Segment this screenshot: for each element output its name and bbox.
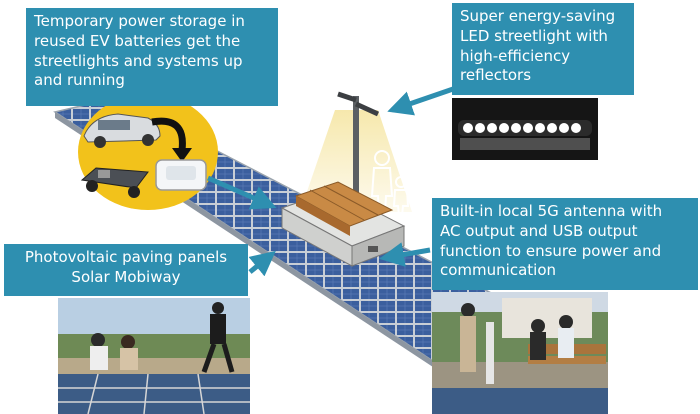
person-icon xyxy=(370,150,410,217)
power-unit-icon xyxy=(155,159,207,191)
callout-line: reused EV batteries get the xyxy=(34,31,241,50)
led-streetlight-photo xyxy=(452,98,598,160)
callout-line: function to ensure power and xyxy=(440,241,662,260)
callout-arrows xyxy=(206,85,457,277)
callout-line: Super energy-saving xyxy=(460,7,616,25)
battery-group xyxy=(78,94,218,210)
park-photo xyxy=(58,298,250,414)
callout-line: AC output and USB output xyxy=(440,221,638,240)
callout-photovoltaic-paving: Photovoltaic paving panels Solar Mobiway xyxy=(4,244,248,296)
callout-line: streetlights and systems up xyxy=(34,51,243,70)
callout-line: reflectors xyxy=(460,66,532,85)
battery-pack-icon xyxy=(80,167,149,198)
callout-line: Built-in local 5G antenna with xyxy=(440,202,663,220)
callout-line: and running xyxy=(34,71,125,90)
led-strip-icon xyxy=(458,120,592,150)
callout-line: communication xyxy=(440,261,557,280)
callout-line: LED streetlight with xyxy=(460,26,608,45)
callout-line: Temporary power storage in xyxy=(34,12,245,30)
ev-car-icon xyxy=(83,113,161,148)
callout-led-streetlight: Super energy-saving LED streetlight with… xyxy=(452,3,634,95)
callout-battery-storage: Temporary power storage in reused EV bat… xyxy=(26,8,278,106)
bench-photo xyxy=(432,292,608,414)
curved-arrow-icon xyxy=(151,117,186,151)
callout-5g-antenna: Built-in local 5G antenna with AC output… xyxy=(432,198,698,290)
streetlight-icon xyxy=(337,91,380,226)
callout-line: Solar Mobiway xyxy=(71,267,181,286)
callout-line: Photovoltaic paving panels xyxy=(24,248,228,266)
bench-icon xyxy=(280,181,406,267)
callout-line: high-efficiency xyxy=(460,46,571,65)
